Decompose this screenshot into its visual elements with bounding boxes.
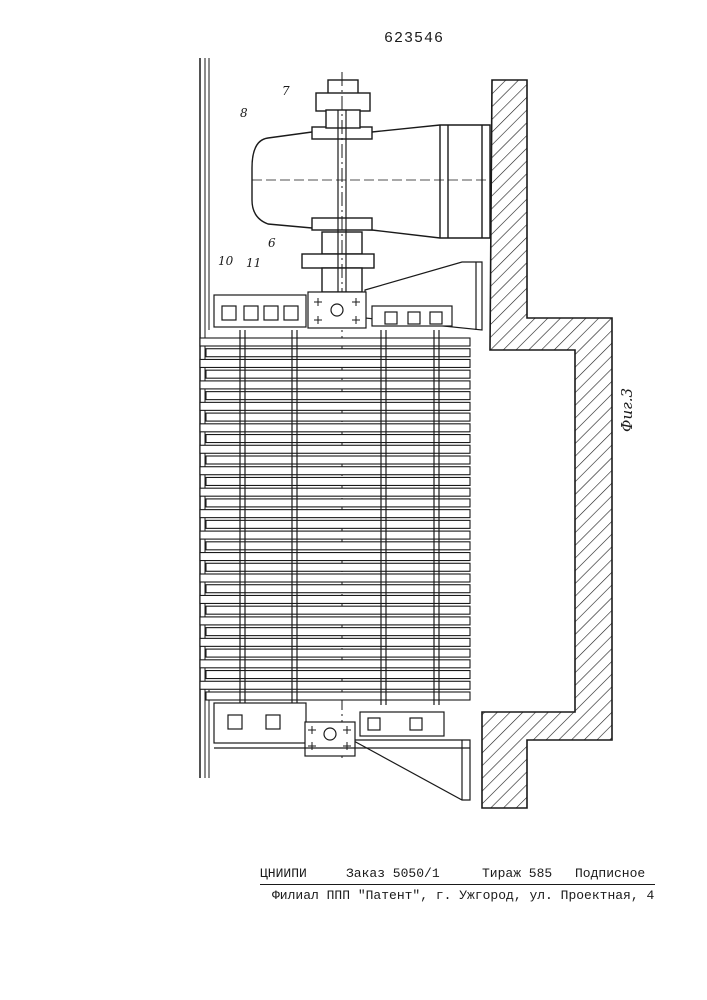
callout-6: 6: [268, 236, 276, 250]
grate-bar: [206, 520, 470, 528]
upper-bearing-assembly: [214, 292, 452, 328]
grate-bar: [206, 370, 470, 378]
grate-bar: [206, 435, 470, 443]
callout-7: 7: [282, 84, 290, 98]
grate-bar: [206, 671, 470, 679]
lower-bearing-assembly: [214, 703, 470, 756]
grate-bar: [206, 349, 470, 357]
imprint-branch: Филиал ППП "Патент", г. Ужгород, ул. Про…: [272, 888, 654, 903]
grate-bar: [206, 499, 470, 507]
foundation-wall: [482, 80, 612, 808]
grate-bar: [206, 563, 470, 571]
imprint-order: Заказ 5050/1: [346, 866, 440, 881]
figure-label: Фиг.3: [618, 388, 636, 432]
grate-bar: [206, 649, 470, 657]
coupling-7: [316, 80, 370, 128]
grate-bar: [206, 692, 470, 700]
grate-bar: [206, 628, 470, 636]
grate-bar: [206, 606, 470, 614]
callout-11: 11: [246, 256, 261, 270]
grate-bar: [206, 585, 470, 593]
lower-bracket: [352, 740, 470, 800]
imprint-subscription: Подписное: [575, 866, 645, 881]
grate-bar: [206, 392, 470, 400]
imprint-circulation: Тираж 585: [482, 866, 552, 881]
callout-8: 8: [240, 106, 248, 120]
grate-bar: [206, 413, 470, 421]
callout-10: 10: [218, 254, 233, 268]
imprint-divider: [260, 884, 655, 885]
grate-bar: [206, 542, 470, 550]
grate-bar: [206, 477, 470, 485]
imprint-org: ЦНИИПИ: [260, 866, 307, 881]
drive-reducer: [252, 125, 490, 238]
grate-bar: [206, 456, 470, 464]
